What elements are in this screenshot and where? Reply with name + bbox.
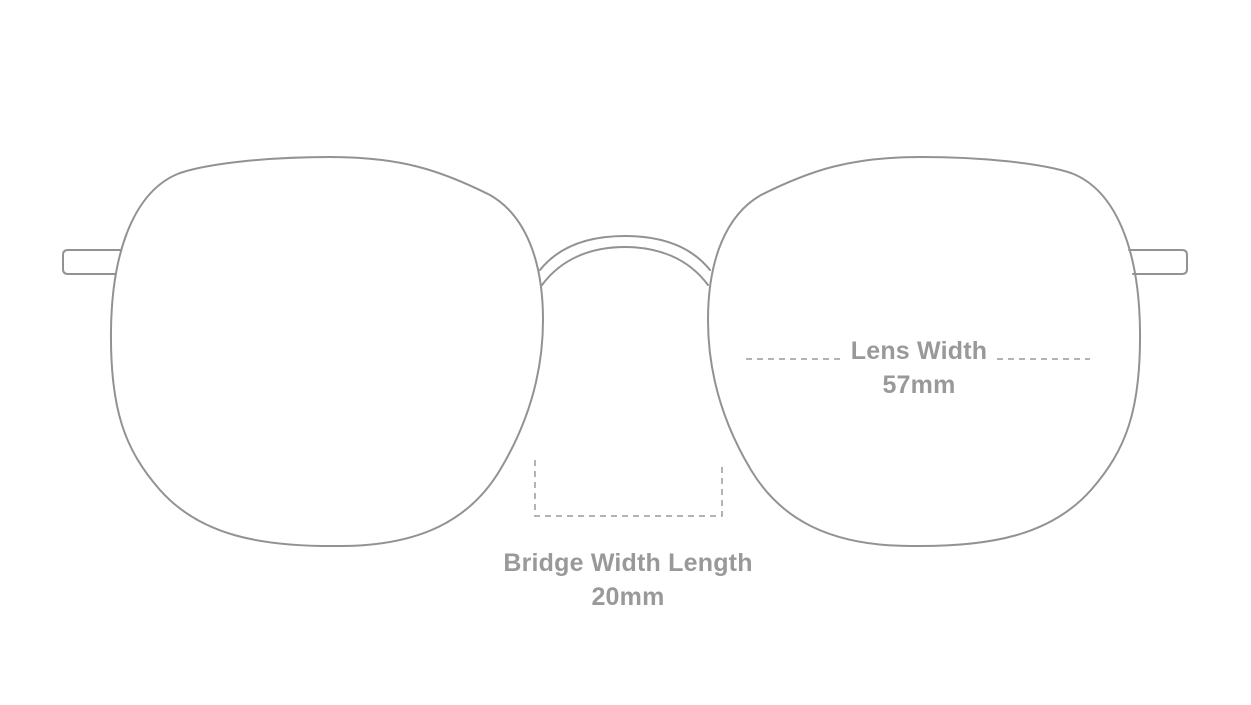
lens-width-value: 57mm	[882, 371, 956, 399]
bridge-width-value: 20mm	[591, 583, 665, 611]
bridge-width-label: Bridge Width Length 20mm	[478, 546, 778, 614]
bridge-lower-arc	[541, 246, 709, 286]
bridge-width-bracket	[534, 460, 723, 517]
right-temple-arm	[1128, 249, 1188, 275]
lens-width-label: Lens Width 57mm	[819, 334, 1019, 402]
lens-width-title: Lens Width	[850, 337, 988, 365]
left-temple-arm	[62, 249, 122, 275]
bridge-width-title: Bridge Width Length	[503, 549, 753, 577]
right-lens	[707, 156, 1142, 548]
left-lens	[109, 156, 544, 548]
bridge-upper-arc	[539, 235, 711, 271]
